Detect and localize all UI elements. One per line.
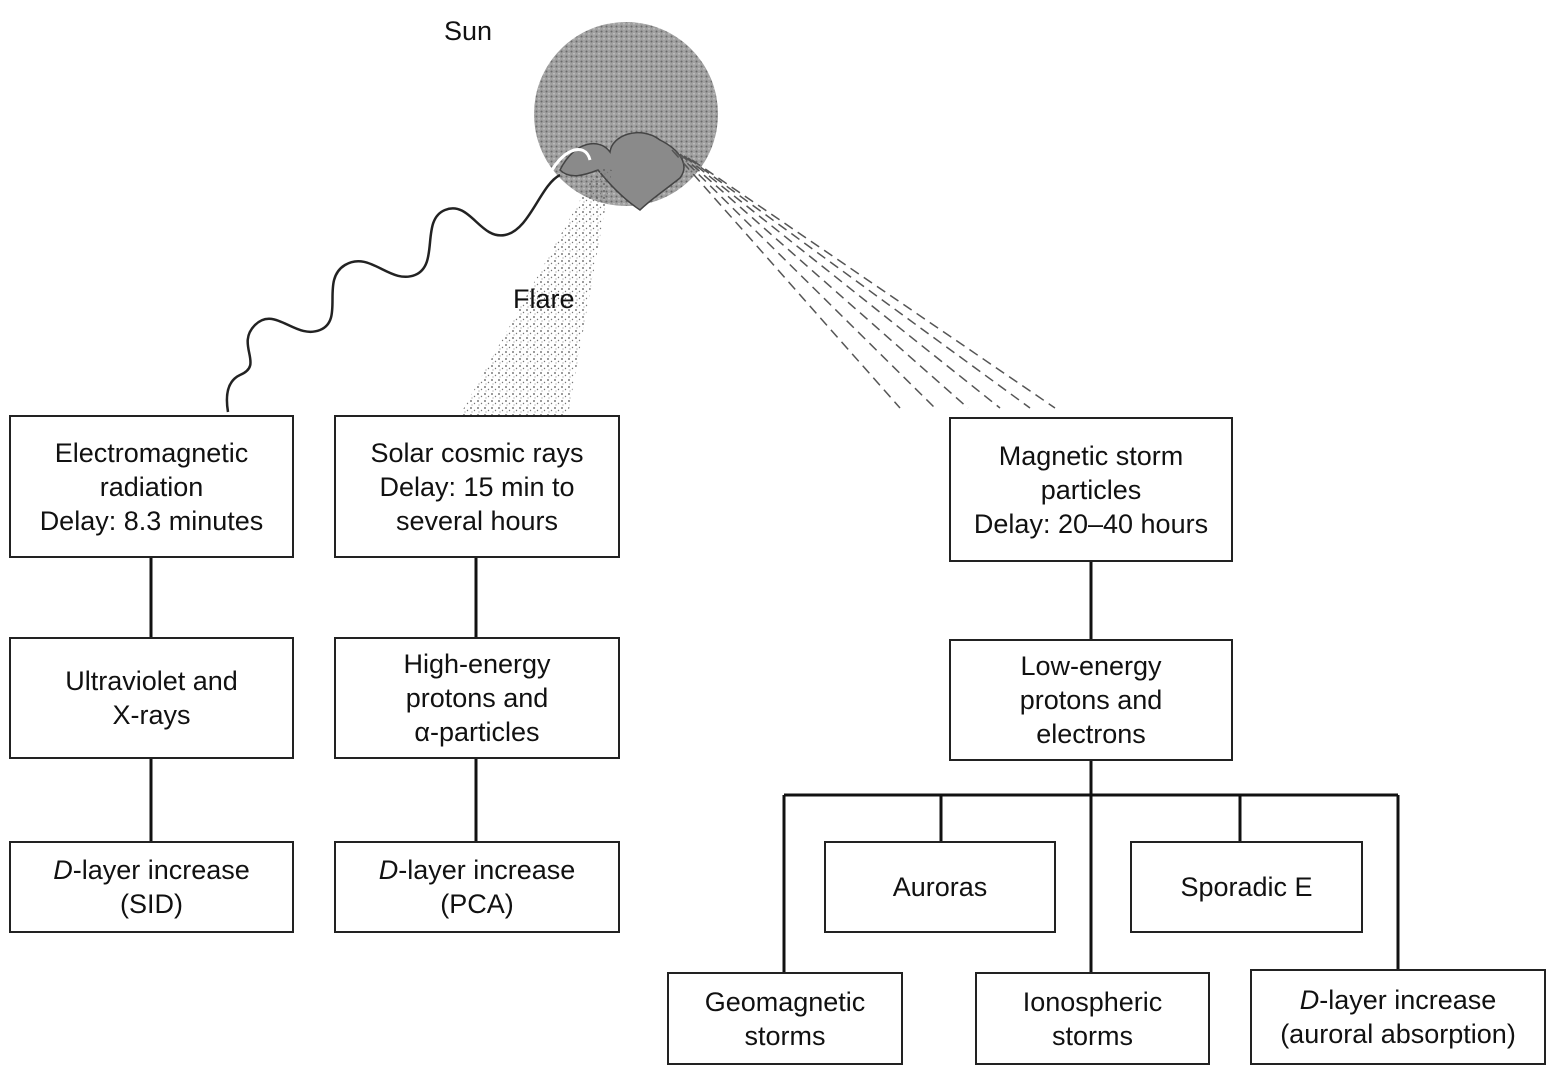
d-layer-sid-box: D-layer increase (SID): [9, 841, 294, 933]
box-line: Ionospheric: [1022, 986, 1163, 1017]
box-line: Delay: 20–40 hours: [973, 508, 1209, 539]
flare-label: Flare: [513, 284, 575, 314]
electromagnetic-wave: [225, 173, 561, 413]
d-letter: D: [53, 855, 73, 885]
box-line: several hours: [395, 505, 559, 536]
box-line: D-layer increase: [53, 853, 250, 887]
box-text: -layer increase: [398, 855, 576, 885]
sun-label: Sun: [444, 16, 493, 46]
d-layer-pca-box: D-layer increase (PCA): [334, 841, 620, 933]
box-line: Sporadic E: [1180, 872, 1313, 902]
d-letter: D: [1299, 985, 1320, 1015]
box-line: Delay: 8.3 minutes: [39, 505, 264, 536]
low-energy-protons-box: Low-energy protons and electrons: [949, 639, 1233, 761]
auroras-box: Auroras: [824, 841, 1056, 933]
box-line: protons and: [405, 683, 549, 713]
flare-loop: [546, 148, 592, 179]
box-line: radiation: [99, 471, 204, 502]
magnetic-storm-beam: [671, 149, 1056, 409]
cosmic-ray-cone: [460, 168, 612, 415]
box-line: protons and: [1019, 685, 1163, 715]
box-line: Ultraviolet and: [65, 666, 238, 696]
box-line: D-layer increase: [1300, 983, 1497, 1017]
electromagnetic-radiation-box: Electromagnetic radiation Delay: 8.3 min…: [9, 415, 294, 558]
box-line: storms: [744, 1020, 826, 1051]
magnetic-storm-particles-box: Magnetic storm particles Delay: 20–40 ho…: [949, 417, 1233, 562]
high-energy-protons-box: High-energy protons and α-particles: [334, 637, 620, 759]
box-line: D-layer increase: [379, 853, 576, 887]
solar-cosmic-rays-box: Solar cosmic rays Delay: 15 min to sever…: [334, 415, 620, 558]
box-line: Geomagnetic: [704, 986, 866, 1017]
box-text: -layer increase: [72, 855, 250, 885]
box-line: X-rays: [112, 700, 191, 730]
box-line: Magnetic storm: [998, 440, 1184, 471]
box-line: (SID): [120, 889, 183, 919]
geomagnetic-storms-box: Geomagnetic storms: [667, 972, 903, 1065]
box-line: Solar cosmic rays: [370, 437, 584, 468]
connector-lines: [149, 557, 1400, 973]
box-line: (auroral absorption): [1280, 1019, 1516, 1049]
sporadic-e-box: Sporadic E: [1130, 841, 1363, 933]
box-line: (PCA): [440, 889, 514, 919]
box-line: α-particles: [414, 717, 540, 747]
d-letter: D: [378, 855, 399, 885]
box-line: High-energy: [403, 649, 551, 679]
box-text: -layer increase: [1319, 985, 1497, 1015]
box-line: storms: [1052, 1020, 1133, 1051]
ionospheric-storms-box: Ionospheric storms: [975, 972, 1210, 1065]
box-line: Low-energy: [1020, 651, 1162, 681]
d-layer-auroral-absorption-box: D-layer increase (auroral absorption): [1250, 969, 1546, 1065]
ultraviolet-xrays-box: Ultraviolet and X-rays: [9, 637, 294, 759]
box-line: Auroras: [892, 872, 988, 902]
box-line: Electromagnetic: [54, 437, 249, 468]
box-line: electrons: [1036, 719, 1146, 749]
box-line: particles: [1040, 474, 1142, 505]
box-line: Delay: 15 min to: [379, 471, 575, 502]
